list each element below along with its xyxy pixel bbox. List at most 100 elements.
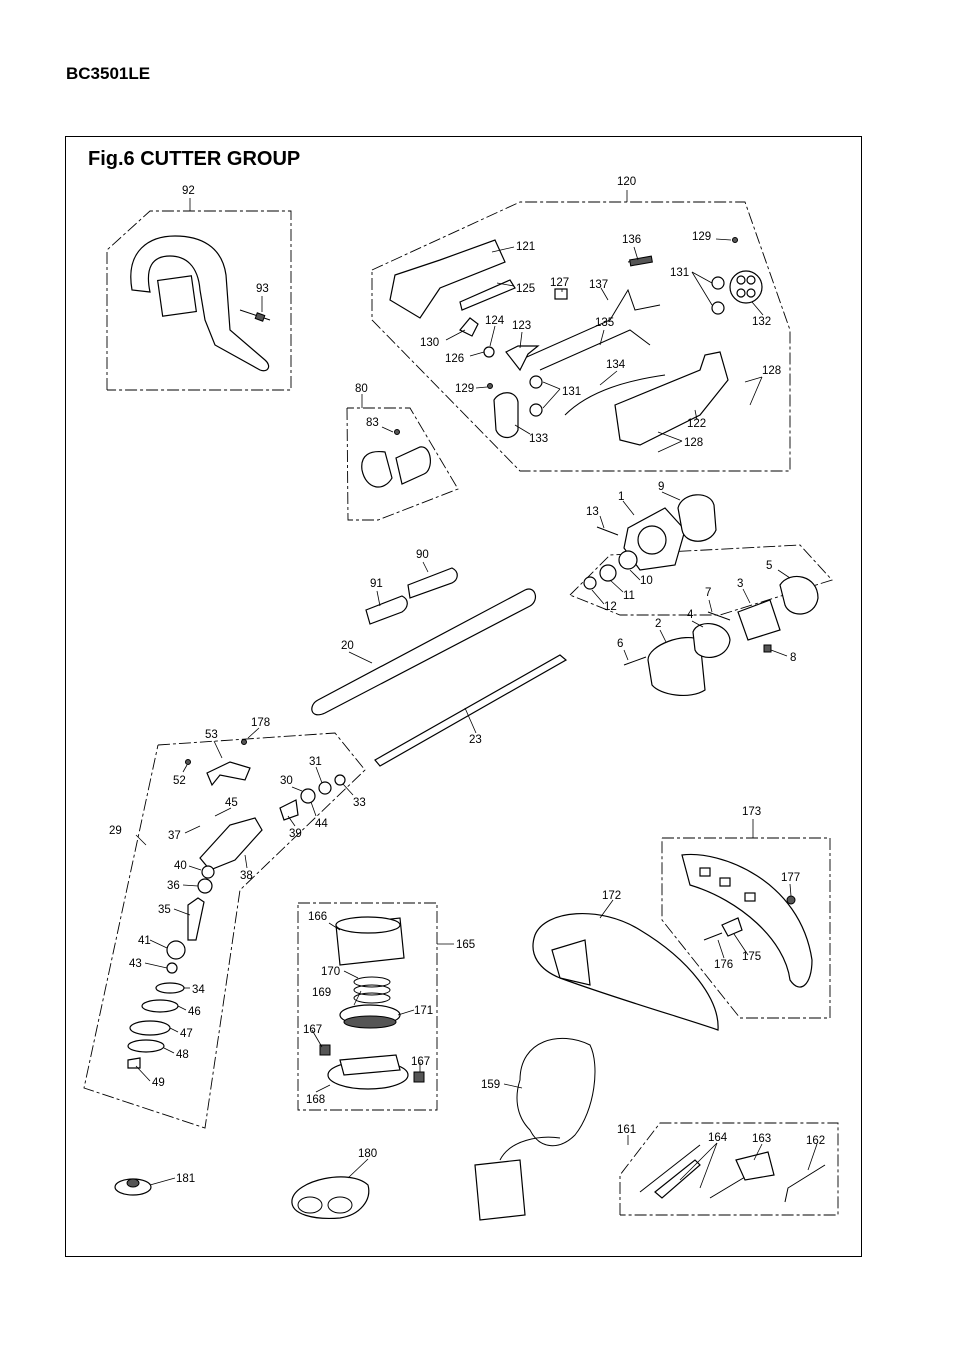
part-label: 175 bbox=[742, 951, 761, 963]
part-label: 120 bbox=[617, 176, 636, 188]
part-label: 20 bbox=[341, 640, 354, 652]
part-label: 13 bbox=[586, 506, 599, 518]
part-label: 132 bbox=[752, 316, 771, 328]
figure-frame bbox=[65, 136, 862, 1257]
model-name: BC3501LE bbox=[66, 64, 151, 83]
part-label: 130 bbox=[420, 337, 439, 349]
part-label: 126 bbox=[445, 353, 464, 365]
group-161-outline bbox=[619, 1122, 839, 1216]
shoulder-harness-part bbox=[474, 1037, 596, 1221]
clutch-housing-part bbox=[583, 494, 717, 590]
accessory-part bbox=[114, 1176, 370, 1220]
part-label: 127 bbox=[550, 277, 569, 289]
part-label: 7 bbox=[705, 587, 711, 599]
part-label: 171 bbox=[414, 1005, 433, 1017]
part-label: 40 bbox=[174, 860, 187, 872]
part-label: 180 bbox=[358, 1148, 377, 1160]
part-label: 33 bbox=[353, 797, 366, 809]
part-label: 131 bbox=[670, 267, 689, 279]
clamp-part bbox=[361, 429, 431, 488]
part-label: 181 bbox=[176, 1173, 195, 1185]
part-label: 137 bbox=[589, 279, 608, 291]
group-92-outline bbox=[106, 210, 292, 391]
part-label: 9 bbox=[658, 481, 664, 493]
part-label: 8 bbox=[790, 652, 796, 664]
part-label: 133 bbox=[529, 433, 548, 445]
part-label: 135 bbox=[595, 317, 614, 329]
gear-head-part bbox=[127, 739, 346, 1069]
part-label: 1 bbox=[618, 491, 624, 503]
part-label: 134 bbox=[606, 359, 626, 371]
part-label: 122 bbox=[687, 418, 706, 430]
part-label: 131 bbox=[562, 386, 581, 398]
tool-set-part bbox=[639, 1144, 826, 1203]
part-label: 168 bbox=[306, 1094, 325, 1106]
group-5-outline bbox=[569, 544, 833, 616]
part-label: 23 bbox=[469, 734, 482, 746]
part-label: 167 bbox=[411, 1056, 430, 1068]
part-label: 176 bbox=[714, 959, 733, 971]
part-label: 170 bbox=[321, 966, 340, 978]
part-label: 36 bbox=[167, 880, 180, 892]
nylon-cutting-head-part bbox=[319, 916, 425, 1090]
part-label: 49 bbox=[152, 1077, 165, 1089]
figure-title: Fig.6 CUTTER GROUP bbox=[88, 148, 301, 170]
gear-case-part bbox=[623, 575, 819, 697]
part-label: 91 bbox=[370, 578, 383, 590]
part-label: 37 bbox=[168, 830, 181, 842]
part-label: 80 bbox=[355, 383, 368, 395]
part-label: 6 bbox=[617, 638, 623, 650]
part-label: 30 bbox=[280, 775, 293, 787]
part-label: 167 bbox=[303, 1024, 322, 1036]
guard-part bbox=[532, 853, 813, 1031]
part-label: 129 bbox=[455, 383, 474, 395]
part-label: 10 bbox=[640, 575, 653, 587]
group-outlines bbox=[83, 201, 839, 1216]
part-label: 41 bbox=[138, 935, 151, 947]
group-120-outline bbox=[371, 201, 791, 472]
part-label: 121 bbox=[516, 241, 535, 253]
part-label: 172 bbox=[602, 890, 621, 902]
part-label: 161 bbox=[617, 1124, 636, 1136]
part-label: 169 bbox=[312, 987, 331, 999]
part-label: 124 bbox=[485, 315, 505, 327]
part-label: 35 bbox=[158, 904, 171, 916]
part-label: 83 bbox=[366, 417, 379, 429]
part-label: 34 bbox=[192, 984, 205, 996]
part-label: 90 bbox=[416, 549, 429, 561]
part-label: 128 bbox=[684, 437, 703, 449]
part-label: 52 bbox=[173, 775, 186, 787]
part-label: 53 bbox=[205, 729, 218, 741]
part-label: 46 bbox=[188, 1006, 201, 1018]
part-label: 2 bbox=[655, 618, 661, 630]
part-label: 48 bbox=[176, 1049, 189, 1061]
group-80-outline bbox=[346, 407, 459, 521]
part-label: 12 bbox=[604, 601, 617, 613]
part-label: 4 bbox=[687, 609, 694, 621]
part-label: 136 bbox=[622, 234, 641, 246]
group-29-outline bbox=[83, 732, 366, 1129]
part-label: 163 bbox=[752, 1133, 771, 1145]
part-label: 128 bbox=[762, 365, 781, 377]
group-165-outline bbox=[297, 902, 438, 1111]
part-number-labels: 92 93 120 121 136 129 131 132 125 127 13… bbox=[109, 176, 825, 1185]
part-label: 164 bbox=[708, 1132, 728, 1144]
part-label: 178 bbox=[251, 717, 270, 729]
part-label: 45 bbox=[225, 797, 238, 809]
part-label: 173 bbox=[742, 806, 761, 818]
part-label: 93 bbox=[256, 283, 269, 295]
part-label: 165 bbox=[456, 939, 475, 951]
part-label: 162 bbox=[806, 1135, 825, 1147]
loop-handle-part bbox=[130, 235, 271, 372]
grip-handle-assembly-part bbox=[389, 237, 763, 446]
part-label: 47 bbox=[180, 1028, 193, 1040]
part-label: 5 bbox=[766, 560, 772, 572]
part-label: 29 bbox=[109, 825, 122, 837]
part-label: 123 bbox=[512, 320, 531, 332]
part-label: 177 bbox=[781, 872, 800, 884]
part-label: 39 bbox=[289, 828, 302, 840]
shaft-pipe-part bbox=[311, 567, 568, 767]
part-label: 31 bbox=[309, 756, 322, 768]
part-label: 92 bbox=[182, 185, 195, 197]
